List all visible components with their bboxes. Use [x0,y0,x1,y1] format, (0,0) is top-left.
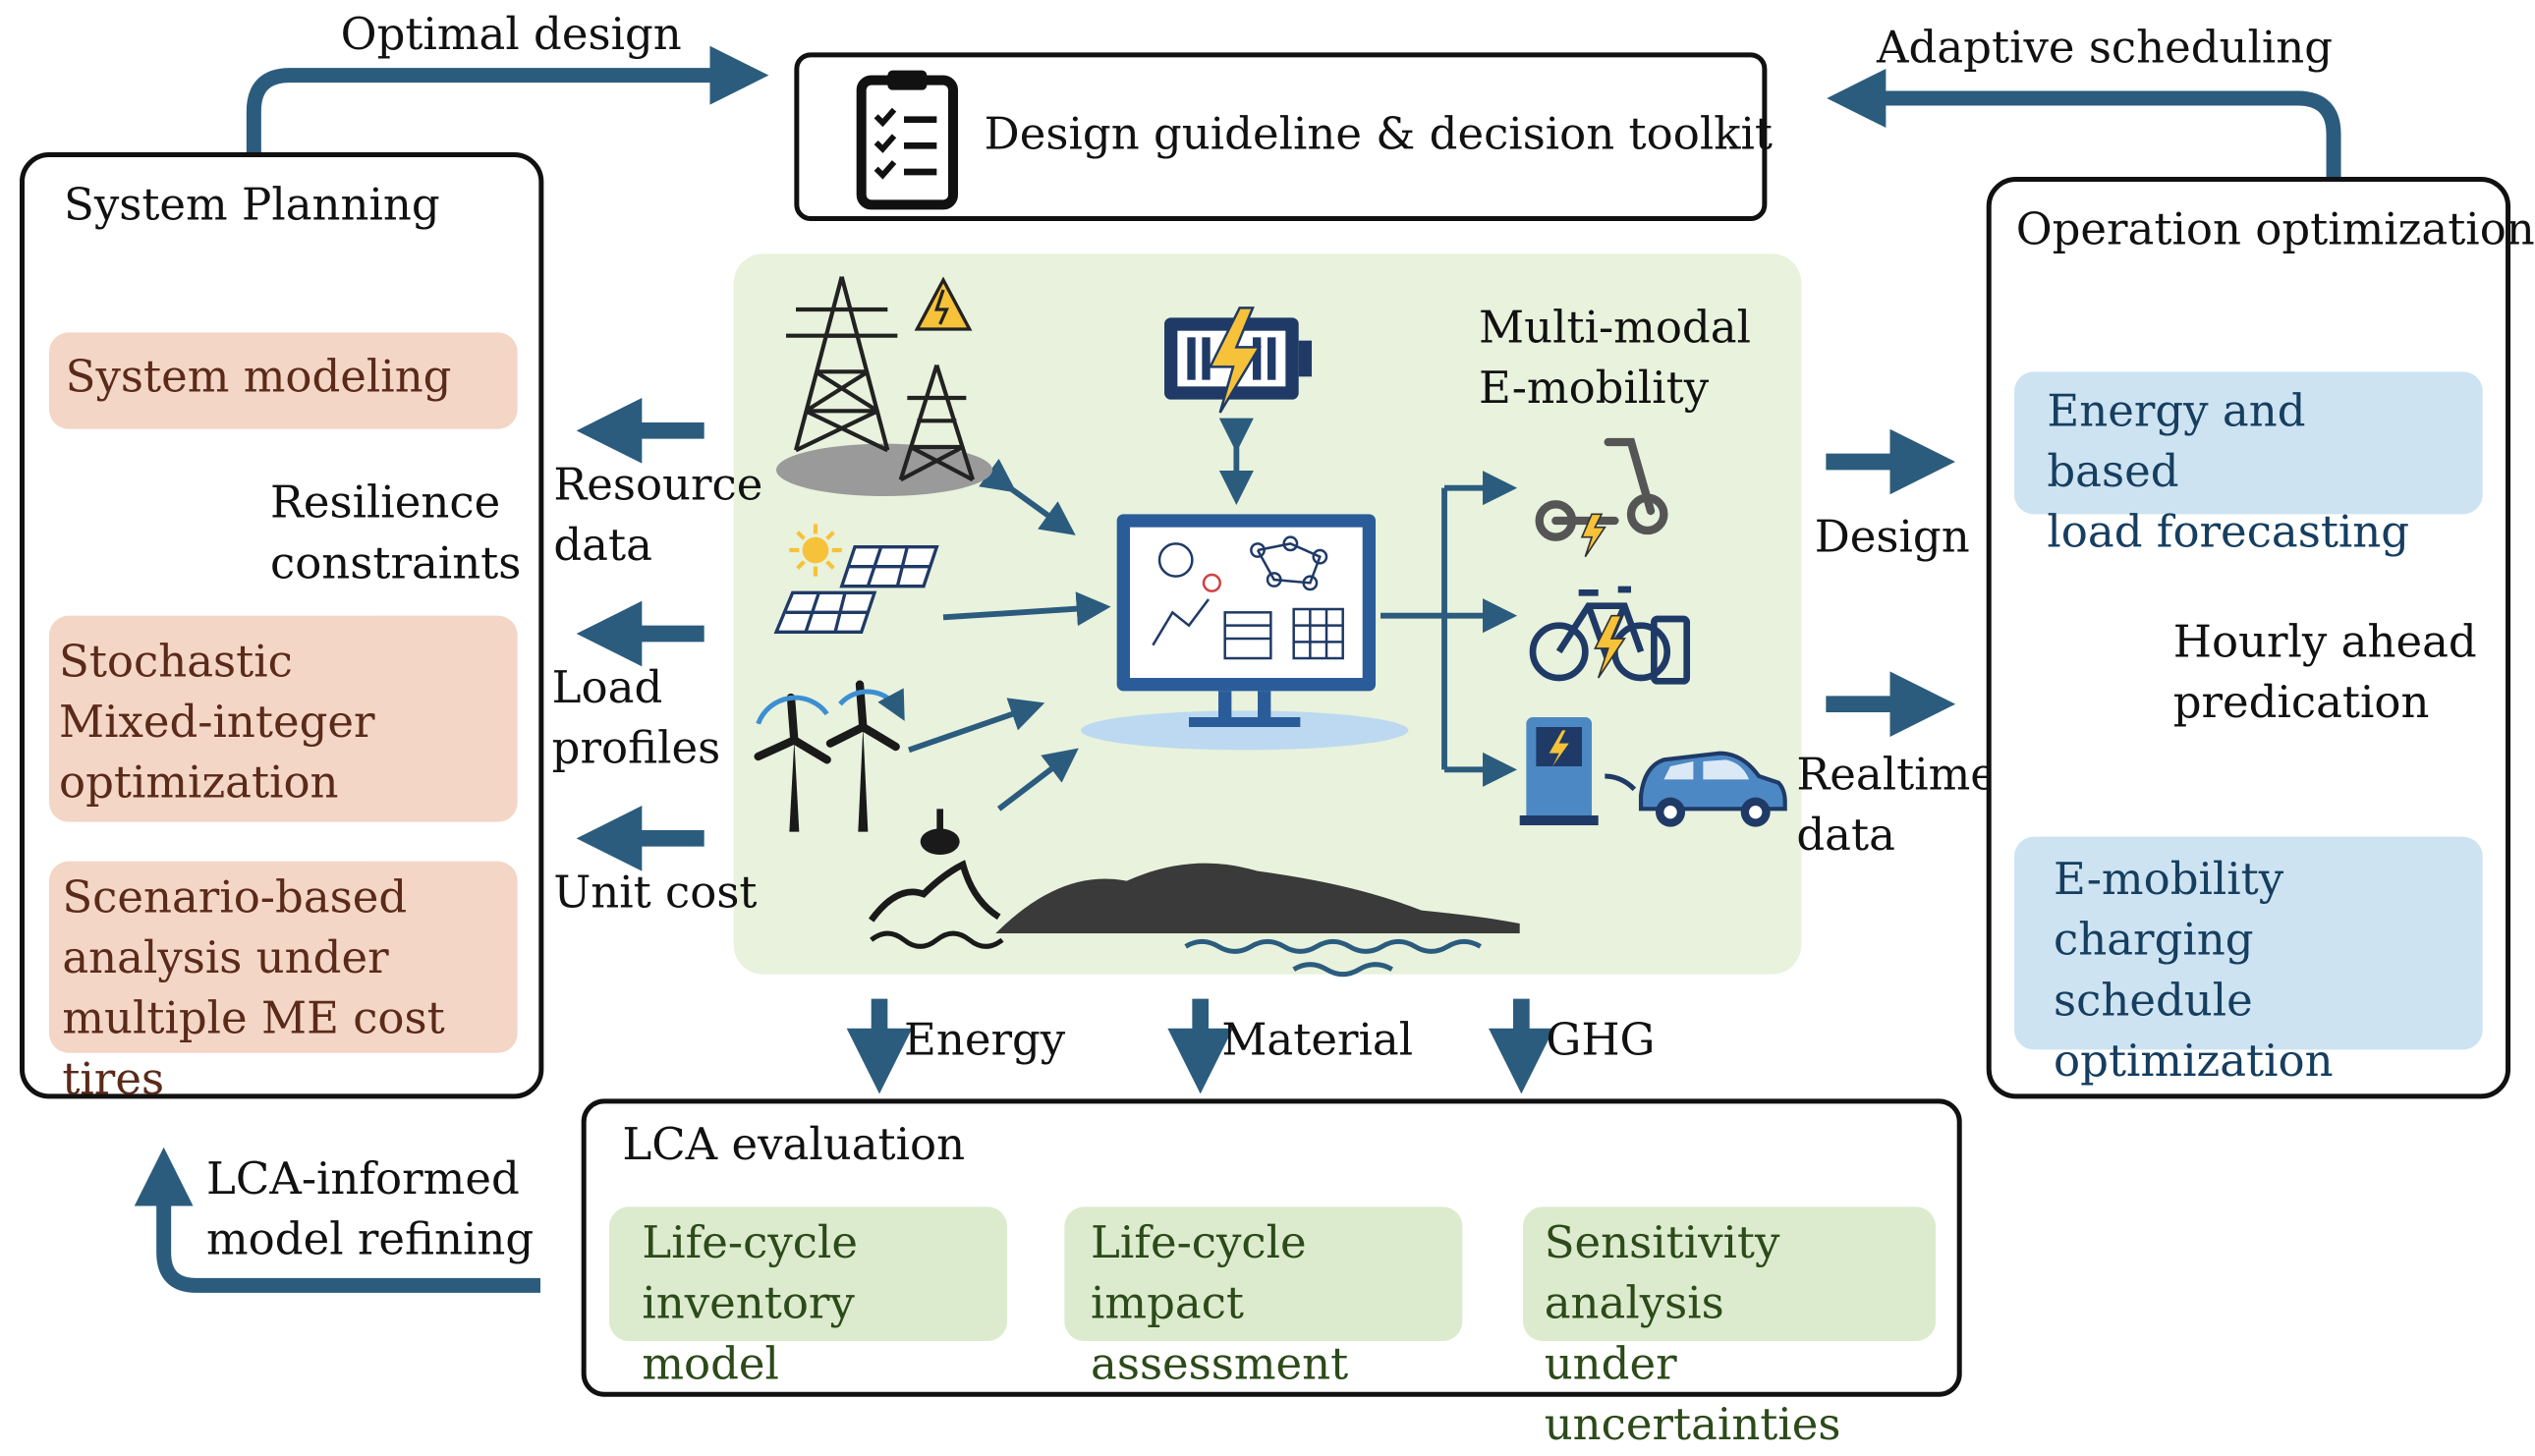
resource-data-label: Resource data [553,460,763,572]
toolkit-box: Design guideline & decision toolkit [794,52,1773,222]
design-label: Design [1814,512,1970,564]
model-refining-label: LCA-informed model refining [206,1154,535,1266]
multimodal-emobility-label: Multi-modal E-mobility [1479,303,1751,415]
system-planning-title: System Planning [64,180,440,232]
hourly-prediction-label: Hourly ahead predication [2172,617,2477,729]
model-refining-arrow [134,1147,541,1293]
charging-station-icon [1519,717,1599,826]
computer-monitor-icon [1081,514,1409,751]
operation-optimization-title: Operation optimization [2015,204,2535,256]
battery-icon [1164,307,1313,414]
wave-energy-icon [868,809,1520,978]
sensitivity-analysis-box: Sensitivity analysis under uncertainties [1523,1206,1937,1451]
unit-cost-label: Unit cost [553,868,758,920]
solar-to-computer-arrow [942,591,1111,627]
scenario-analysis-box: Scenario-based analysis under multiple M… [49,861,518,1105]
clipboard-checklist-icon [856,70,959,210]
wind-to-computer-arrow [908,698,1045,754]
adaptive-scheduling-arrow [1827,69,2341,178]
optimal-design-arrow [246,45,769,156]
load-profiles-label: Load profiles [551,663,721,775]
solar-panel-icon [773,524,939,635]
stochastic-optimization-box: Stochastic Mixed-integer optimization [49,615,518,822]
wind-turbine-icon [754,680,909,832]
e-scooter-icon [1535,437,1668,558]
transmission-tower-icon [776,276,993,497]
ghg-flow-label: GHG [1546,1015,1656,1067]
wave-to-computer-arrow [996,748,1079,812]
lca-evaluation-title: LCA evaluation [622,1120,966,1171]
realtime-data-label: Realtime data [1796,750,1997,862]
toolkit-label: Design guideline & decision toolkit [984,109,1773,161]
system-modeling-box: System modeling [49,332,518,429]
energy-flow-label: Energy [904,1015,1066,1067]
optimal-design-label: Optimal design [340,10,682,61]
load-forecasting-box: Energy and based load forecasting [2014,371,2483,558]
resilience-constraints-label: Resilience constraints [270,477,522,590]
charging-schedule-box: E-mobility charging schedule optimizatio… [2014,836,2483,1088]
impact-assessment-box: Life-cycle impact assessment [1064,1206,1463,1390]
material-flow-label: Material [1221,1015,1414,1067]
computer-to-emobility-branches [1380,487,1447,770]
grid-to-computer-arrow [979,458,1076,535]
adaptive-scheduling-label: Adaptive scheduling [1877,23,2334,75]
e-bike-icon [1529,586,1691,685]
electric-car-icon [1605,751,1787,827]
inventory-model-box: Life-cycle inventory model [609,1206,1008,1390]
